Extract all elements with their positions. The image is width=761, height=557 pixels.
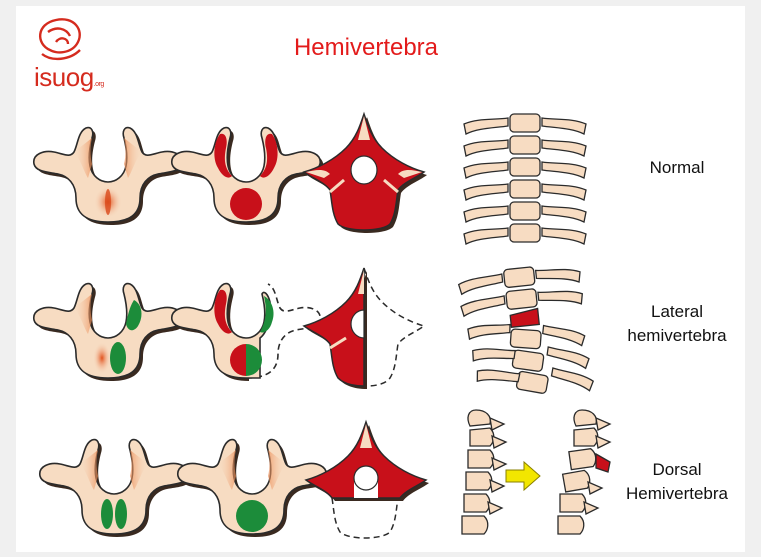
row-label-dorsal-line1: Dorsal xyxy=(602,458,752,482)
lateral-ossification-centers xyxy=(172,284,320,381)
dorsal-ossified-vertebra xyxy=(306,422,429,538)
dorsal-spine-before xyxy=(462,410,506,534)
row-lateral xyxy=(34,262,596,404)
normal-spine-column xyxy=(464,114,586,244)
row-label-normal-line1: Normal xyxy=(602,156,752,180)
dorsal-spine-lateral-view xyxy=(462,410,610,534)
row-label-normal: Normal xyxy=(602,156,752,180)
lateral-ossified-vertebra xyxy=(304,268,424,389)
row-label-dorsal-line2: Hemivertebra xyxy=(602,482,752,506)
lateral-cartilage-stage xyxy=(34,284,185,381)
row-label-lateral-line1: Lateral xyxy=(602,300,752,324)
progression-arrow-icon xyxy=(506,462,540,490)
row-dorsal xyxy=(40,410,610,538)
row-label-lateral: Lateral hemivertebra xyxy=(602,300,752,348)
normal-cartilage-stage xyxy=(34,128,185,225)
row-label-dorsal: Dorsal Hemivertebra xyxy=(602,458,752,506)
normal-ossification-centers xyxy=(172,128,323,225)
row-label-lateral-line2: hemivertebra xyxy=(602,324,752,348)
dorsal-ossification-centers xyxy=(178,440,329,537)
lateral-spine-column xyxy=(458,262,596,404)
normal-ossified-vertebra xyxy=(304,114,427,233)
dorsal-cartilage-stage xyxy=(40,440,191,537)
slide: isuog.org Hemivertebra xyxy=(16,6,745,552)
row-normal xyxy=(34,114,586,244)
